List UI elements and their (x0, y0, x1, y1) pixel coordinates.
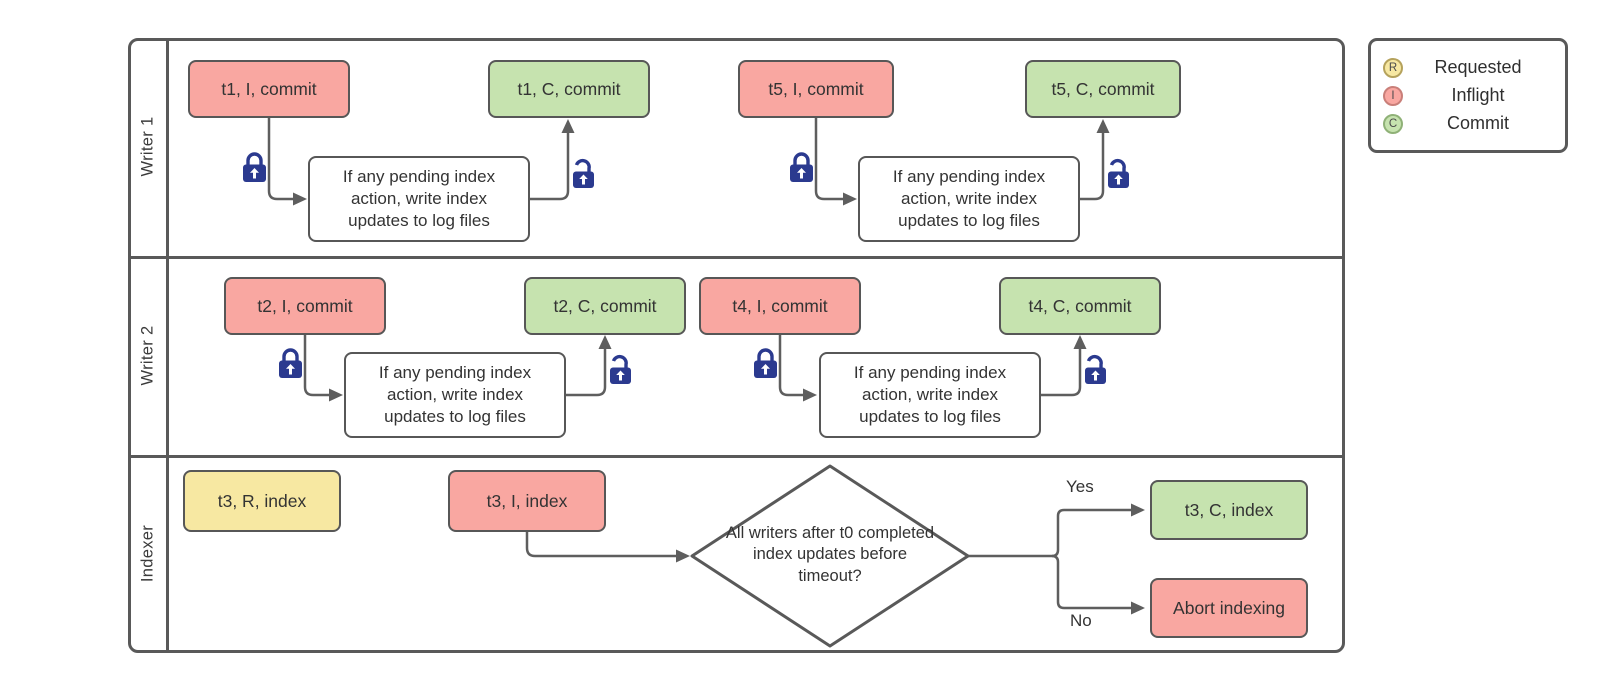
arrowhead (329, 388, 343, 402)
node-t1-inflight: t1, I, commit (188, 60, 350, 118)
arrowhead (1131, 601, 1145, 615)
open-lock-icon (610, 354, 631, 384)
legend-item-requested: R Requested (1383, 57, 1553, 78)
node-t5-commit: t5, C, commit (1025, 60, 1181, 118)
legend: R Requested I Inflight C Commit (1368, 38, 1568, 153)
closed-lock-icon (790, 152, 813, 182)
node-t3-requested: t3, R, index (183, 470, 341, 532)
lane-label-column-divider (166, 38, 169, 653)
arrowhead (561, 119, 575, 133)
connector-t4i-to-process (778, 335, 804, 397)
legend-label-inflight: Inflight (1451, 85, 1505, 105)
edge-label-no: No (1070, 611, 1092, 630)
node-t3-inflight: t3, I, index (448, 470, 606, 532)
connector-process-to-t2c (566, 348, 607, 397)
node-t4-process: If any pending index action, write index… (819, 352, 1041, 438)
decision-diamond (690, 464, 970, 648)
closed-lock-icon (279, 348, 302, 378)
connector-process-to-t4c (1041, 348, 1082, 397)
legend-item-commit: C Commit (1383, 113, 1553, 134)
legend-item-inflight: I Inflight (1383, 85, 1553, 106)
lane-divider-writer2-indexer (128, 455, 1345, 458)
closed-lock-icon (243, 152, 266, 182)
node-t1-commit: t1, C, commit (488, 60, 650, 118)
arrowhead (1073, 335, 1087, 349)
node-abort-indexing: Abort indexing (1150, 578, 1308, 638)
connector-t5i-to-process (814, 118, 844, 201)
closed-lock-icon (754, 348, 777, 378)
connector-no-branch (1051, 554, 1132, 610)
lane-divider-writer1-writer2 (128, 256, 1345, 259)
connector-process-to-t1c (530, 132, 570, 201)
legend-inflight-icon: I (1383, 85, 1403, 106)
node-t5-inflight: t5, I, commit (738, 60, 894, 118)
connector-t3i-to-decision (525, 532, 677, 558)
node-t4-commit: t4, C, commit (999, 277, 1161, 335)
connector-process-to-t5c (1080, 132, 1105, 201)
legend-label-commit: Commit (1447, 113, 1509, 133)
legend-requested-icon: R (1383, 57, 1403, 78)
legend-label-requested: Requested (1434, 57, 1522, 77)
decision-text: All writers after t0 completed index upd… (725, 524, 935, 585)
arrowhead (293, 192, 307, 206)
connector-t2i-to-process (303, 335, 330, 397)
open-lock-icon (1108, 158, 1129, 188)
node-t5-process: If any pending index action, write index… (858, 156, 1080, 242)
arrowhead (843, 192, 857, 206)
connector-t1i-to-process (267, 118, 294, 201)
connectors (267, 118, 1132, 610)
connector-yes-branch (1051, 508, 1132, 558)
node-t2-commit: t2, C, commit (524, 277, 686, 335)
arrowheads (293, 119, 1145, 615)
arrowhead (676, 549, 690, 563)
edge-label-yes: Yes (1066, 477, 1094, 496)
open-lock-icon (1085, 354, 1106, 384)
arrowhead (803, 388, 817, 402)
open-lock-icon (573, 158, 594, 188)
arrowhead (1096, 119, 1110, 133)
arrowhead (1131, 503, 1145, 517)
legend-commit-icon: C (1383, 113, 1403, 134)
node-t2-process: If any pending index action, write index… (344, 352, 566, 438)
node-t4-inflight: t4, I, commit (699, 277, 861, 335)
node-t2-inflight: t2, I, commit (224, 277, 386, 335)
arrowhead (598, 335, 612, 349)
node-t1-process: If any pending index action, write index… (308, 156, 530, 242)
node-t3-commit: t3, C, index (1150, 480, 1308, 540)
